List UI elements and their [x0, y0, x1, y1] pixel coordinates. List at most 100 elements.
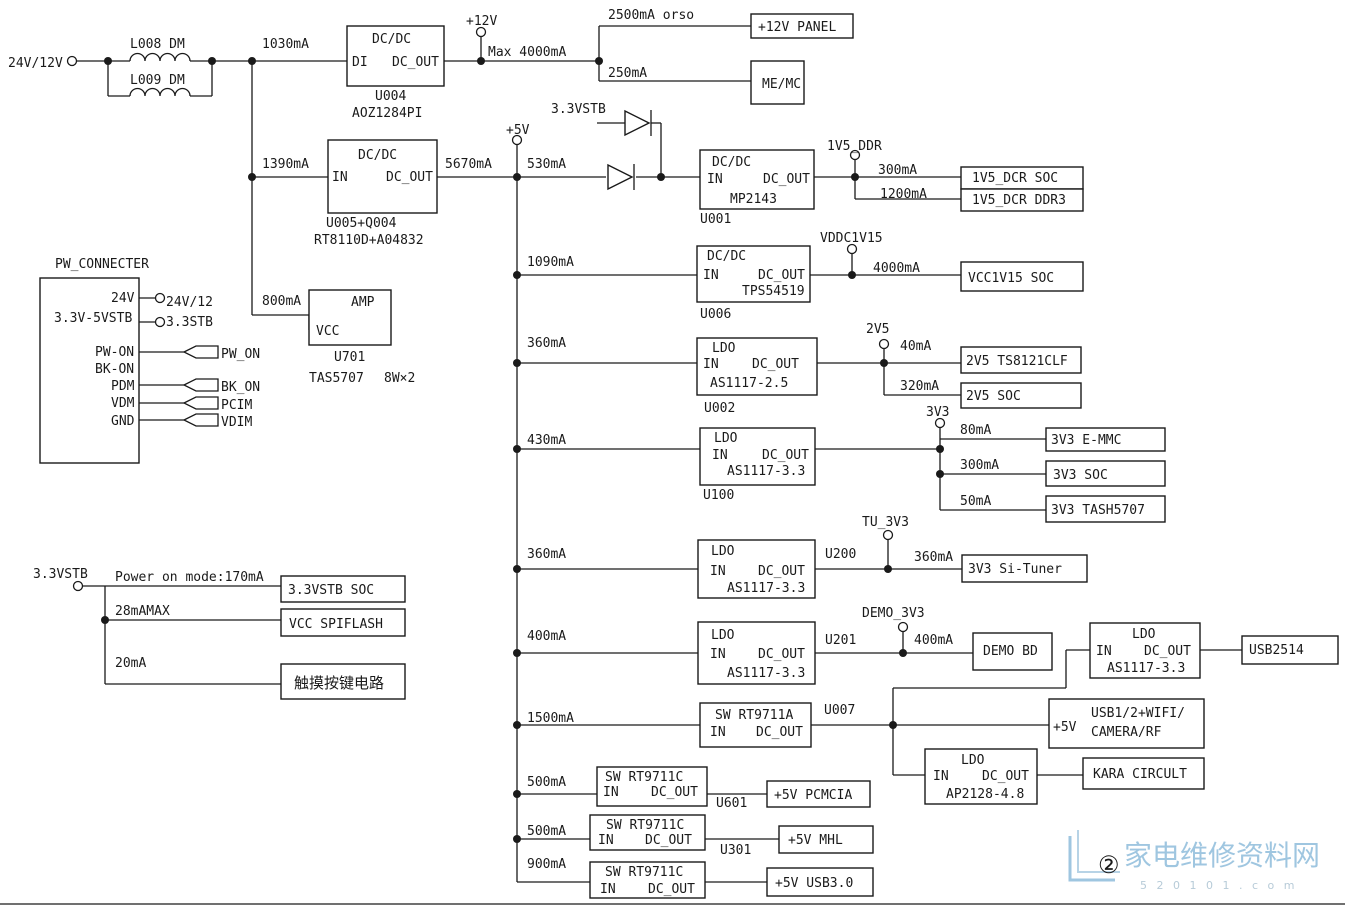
svg-text:PW-ON: PW-ON — [95, 345, 134, 360]
load-tuner: 3V3 Si-Tuner — [961, 554, 1088, 583]
u007-ref: U007 — [824, 703, 855, 718]
block-u006: DC/DC IN DC_OUT TPS54519 U006 — [696, 245, 811, 322]
svg-text:VDM: VDM — [111, 396, 135, 411]
current-1200: 1200mA — [880, 187, 927, 202]
svg-text:LDO: LDO — [712, 341, 736, 356]
rail-2v5: 2V5 — [866, 322, 889, 337]
current-80: 80mA — [960, 423, 991, 438]
current-4000: 4000mA — [873, 261, 920, 276]
block-u005: DC/DC IN DC_OUT U005+Q004 RT8110D+A04832 — [314, 139, 438, 248]
svg-text:IN: IN — [933, 769, 949, 784]
u701-ref: U701 — [334, 350, 365, 365]
u301-ref: U301 — [720, 843, 751, 858]
svg-text:LDO: LDO — [711, 544, 735, 559]
standby-20ma: 20mA — [115, 656, 146, 671]
load-stb-soc: 3.3VSTB SOC — [280, 575, 406, 603]
rail-tu3v3: TU_3V3 — [862, 515, 909, 530]
filter-l009-label: L009 DM — [130, 73, 185, 88]
block-u701: AMP VCC U701 TAS5707 8W×2 — [308, 289, 415, 386]
svg-text:24V: 24V — [111, 291, 135, 306]
svg-text:2V5 TS8121CLF: 2V5 TS8121CLF — [966, 354, 1068, 369]
u006-ref: U006 — [700, 307, 731, 322]
u601-ref: U601 — [716, 796, 747, 811]
current-500b: 500mA — [527, 824, 566, 839]
svg-text:PDM: PDM — [111, 379, 135, 394]
u004-ref: U004 — [375, 89, 406, 104]
svg-text:VCC SPIFLASH: VCC SPIFLASH — [289, 617, 383, 632]
svg-text:1V5_DCR DDR3: 1V5_DCR DDR3 — [972, 193, 1066, 208]
u001-ref: U001 — [700, 212, 731, 227]
svg-text:SW RT9711C: SW RT9711C — [606, 818, 684, 833]
inductor-l008-icon — [129, 52, 191, 62]
tag-vdim: VDIM — [221, 415, 252, 430]
u701-part: TAS5707 — [309, 371, 364, 386]
current-500a: 500mA — [527, 775, 566, 790]
connector-out-24: 24V/12 — [166, 295, 213, 310]
current-1090: 1090mA — [527, 255, 574, 270]
current-320: 320mA — [900, 379, 939, 394]
svg-text:USB2514: USB2514 — [1249, 643, 1304, 658]
load-vcc-soc: VCC1V15 SOC — [960, 261, 1084, 292]
svg-text:IN: IN — [1096, 644, 1112, 659]
standby-28ma: 28mAMAX — [115, 604, 170, 619]
rail-3v3: 3V3 — [926, 405, 949, 420]
svg-text:DC_OUT: DC_OUT — [392, 55, 439, 70]
svg-text:GND: GND — [111, 414, 135, 429]
svg-text:3V3 E-MMC: 3V3 E-MMC — [1051, 433, 1121, 448]
watermark-logo: ② 家电维修资料网 5 2 0 1 0 1 . c o m — [1068, 830, 1320, 892]
current-800: 800mA — [262, 294, 301, 309]
svg-text:DC_OUT: DC_OUT — [758, 268, 805, 283]
svg-text:IN: IN — [332, 170, 348, 185]
rail-vddc: VDDC1V15 — [820, 231, 883, 246]
junctions — [101, 57, 944, 843]
u201-ref: U201 — [825, 633, 856, 648]
load-3v3-soc: 3V3 SOC — [1045, 460, 1166, 487]
diode-stb-icon — [624, 109, 652, 137]
svg-text:+5V MHL: +5V MHL — [788, 833, 843, 848]
current-360b: 360mA — [527, 547, 566, 562]
load-12v-panel: +12V PANEL — [750, 13, 854, 39]
svg-text:3V3 SOC: 3V3 SOC — [1053, 468, 1108, 483]
svg-text:AS1117-3.3: AS1117-3.3 — [727, 581, 805, 596]
block-u200: LDO IN DC_OUT AS1117-3.3 — [697, 539, 816, 599]
load-pcmcia: +5V PCMCIA — [766, 780, 871, 808]
load-usb2514: USB2514 — [1241, 635, 1339, 665]
load-emmc: 3V3 E-MMC — [1045, 427, 1166, 452]
svg-text:+5V PCMCIA: +5V PCMCIA — [774, 788, 852, 803]
load-usb3: +5V USB3.0 — [766, 867, 874, 897]
current-900: 900mA — [527, 857, 566, 872]
load-mhl: +5V MHL — [778, 825, 874, 854]
u100-ref: U100 — [703, 488, 734, 503]
svg-text:IN: IN — [603, 785, 619, 800]
current-max-4000: Max 4000mA — [488, 45, 566, 60]
svg-text:TPS54519: TPS54519 — [742, 284, 805, 299]
svg-text:IN: IN — [703, 357, 719, 372]
svg-text:AS1117-3.3: AS1117-3.3 — [1107, 661, 1185, 676]
diode-5v-icon — [607, 163, 635, 191]
load-touch-key: 触摸按键电路 — [280, 663, 406, 700]
svg-text:DC_OUT: DC_OUT — [758, 647, 805, 662]
svg-text:SW RT9711A: SW RT9711A — [715, 708, 793, 723]
svg-text:IN: IN — [710, 725, 726, 740]
svg-text:1V5_DCR SOC: 1V5_DCR SOC — [972, 171, 1058, 186]
current-430: 430mA — [527, 433, 566, 448]
rail-5v: +5V — [506, 123, 530, 138]
current-360a: 360mA — [527, 336, 566, 351]
current-250: 250mA — [608, 66, 647, 81]
svg-text:SW RT9711C: SW RT9711C — [605, 865, 683, 880]
svg-text:DC_OUT: DC_OUT — [651, 785, 698, 800]
svg-text:DC_OUT: DC_OUT — [645, 833, 692, 848]
svg-text:DEMO BD: DEMO BD — [983, 644, 1038, 659]
current-400b: 400mA — [914, 633, 953, 648]
svg-text:VCC1V15 SOC: VCC1V15 SOC — [968, 271, 1054, 286]
block-u001: DC/DC IN DC_OUT MP2143 U001 — [699, 149, 815, 227]
tag-pw-on: PW_ON — [221, 347, 260, 362]
connector-tags — [182, 345, 219, 427]
svg-text:MP2143: MP2143 — [730, 192, 777, 207]
svg-text:DC_OUT: DC_OUT — [982, 769, 1029, 784]
svg-text:DC/DC: DC/DC — [372, 32, 411, 47]
u701-note: 8W×2 — [384, 371, 415, 386]
svg-text:AMP: AMP — [351, 295, 375, 310]
svg-text:DC_OUT: DC_OUT — [752, 357, 799, 372]
inductor-l009-icon — [129, 87, 191, 97]
